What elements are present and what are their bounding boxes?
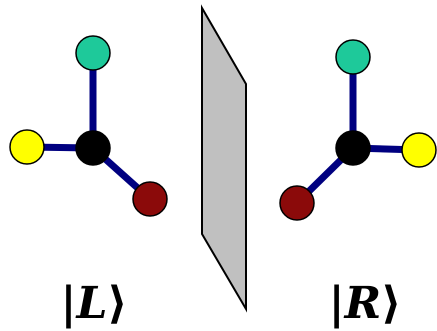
left-state-label: |L⟩ xyxy=(60,278,127,329)
right-state-bracket: ⟩ xyxy=(381,278,401,329)
right-side-atom xyxy=(401,132,437,168)
right-bottom-atom xyxy=(279,185,315,221)
right-state-letter: R xyxy=(343,278,382,329)
left-center-atom xyxy=(75,130,111,166)
left-bottom-atom xyxy=(132,181,168,217)
left-state-bracket: ⟩ xyxy=(107,278,127,329)
right-center-atom xyxy=(335,130,371,166)
right-top-atom xyxy=(335,39,371,75)
right-state-label: |R⟩ xyxy=(329,278,402,329)
right-molecule xyxy=(279,39,437,221)
right-state-bar: | xyxy=(329,278,345,329)
mirror-plane xyxy=(201,4,247,313)
left-top-atom xyxy=(75,35,111,71)
left-state-bar: | xyxy=(60,278,76,329)
left-state-letter: L xyxy=(74,278,107,329)
left-molecule xyxy=(9,35,168,217)
left-side-atom xyxy=(9,129,45,165)
